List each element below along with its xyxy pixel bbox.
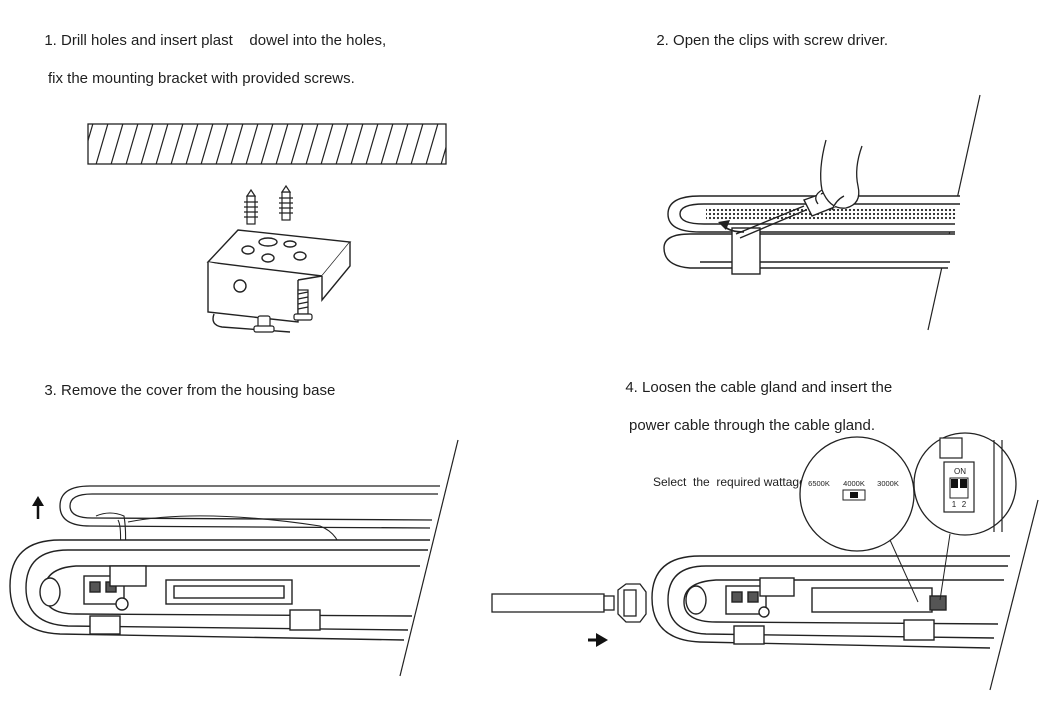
lifted-cover xyxy=(59,485,440,529)
cct-label-3000k: 3000K xyxy=(877,479,899,488)
wall-line-step4 xyxy=(989,499,1039,691)
up-arrow-icon xyxy=(32,496,44,519)
hatch-line xyxy=(140,124,154,164)
bolt-icon xyxy=(253,315,275,333)
dowel-right-icon xyxy=(279,184,293,221)
hatch-line xyxy=(260,124,274,164)
rotate-arrow-icon xyxy=(718,220,745,233)
cct-label-4000k: 4000K xyxy=(843,479,865,488)
hatch-line xyxy=(185,124,199,164)
hatch-line xyxy=(410,124,424,164)
housing-base-step4 xyxy=(651,555,1010,649)
step-1-instruction: 1. Drill holes and insert plast dowel in… xyxy=(36,12,386,107)
right-arrow-icon xyxy=(588,633,608,647)
step-2-instruction: 2. Open the clips with screw driver. xyxy=(648,12,888,50)
hatch-line xyxy=(440,145,446,164)
dowel-left-icon xyxy=(244,188,258,225)
hatch-line xyxy=(425,124,439,164)
dip-num-2: 2 xyxy=(962,500,967,509)
dip-switch-1 xyxy=(951,479,958,488)
hatch-line xyxy=(335,124,349,164)
step-4-line1: 4. Loosen the cable gland and insert the xyxy=(625,379,893,396)
hand-icon xyxy=(815,139,863,211)
dip-num-1: 1 xyxy=(952,500,957,509)
step-1-line2: fix the mounting bracket with provided s… xyxy=(48,70,355,87)
cct-label-6500k: 6500K xyxy=(808,479,830,488)
step-3-instruction: 3. Remove the cover from the housing bas… xyxy=(36,362,335,400)
screw-icon xyxy=(293,289,313,321)
hatch-line xyxy=(155,124,169,164)
step-4-line2: power cable through the cable gland. xyxy=(629,417,876,434)
dip-switch-2 xyxy=(960,479,967,488)
power-cable xyxy=(491,593,615,613)
cct-slider-knob xyxy=(850,492,858,498)
step-2-line1: 2. Open the clips with screw driver. xyxy=(656,32,889,49)
hatch-line xyxy=(110,124,124,164)
hatch-line xyxy=(88,124,94,143)
hatch-line xyxy=(125,124,139,164)
hatch-line xyxy=(170,124,184,164)
cable-gland-icon xyxy=(617,583,647,623)
housing-base-step3 xyxy=(9,539,430,641)
dip-on-label: ON xyxy=(954,467,966,476)
hatch-line xyxy=(380,124,394,164)
hatch-line xyxy=(200,124,214,164)
step-1-line1: 1. Drill holes and insert plast dowel in… xyxy=(44,32,387,49)
wall-line-step3 xyxy=(399,439,459,677)
hatch-line xyxy=(365,124,379,164)
hatch-line xyxy=(275,124,289,164)
hatch-line xyxy=(215,124,229,164)
hatch-line xyxy=(395,124,409,164)
dip-switch-callout: ON 1 2 xyxy=(913,432,1017,601)
hatch-line xyxy=(305,124,319,164)
mounting-bracket xyxy=(206,229,352,333)
hatch-line xyxy=(455,120,469,168)
hatch-line xyxy=(230,124,244,164)
hatch-line xyxy=(245,124,259,164)
hatch-line xyxy=(290,124,304,164)
hatch-line xyxy=(320,124,334,164)
ceiling-hatch xyxy=(87,120,469,168)
hatch-line xyxy=(95,124,109,164)
hatch-line xyxy=(350,124,364,164)
cct-switch-callout: 6500K 4000K 3000K xyxy=(799,436,919,603)
step-3-line1: 3. Remove the cover from the housing bas… xyxy=(44,382,336,399)
luminaire-step2 xyxy=(663,195,960,275)
